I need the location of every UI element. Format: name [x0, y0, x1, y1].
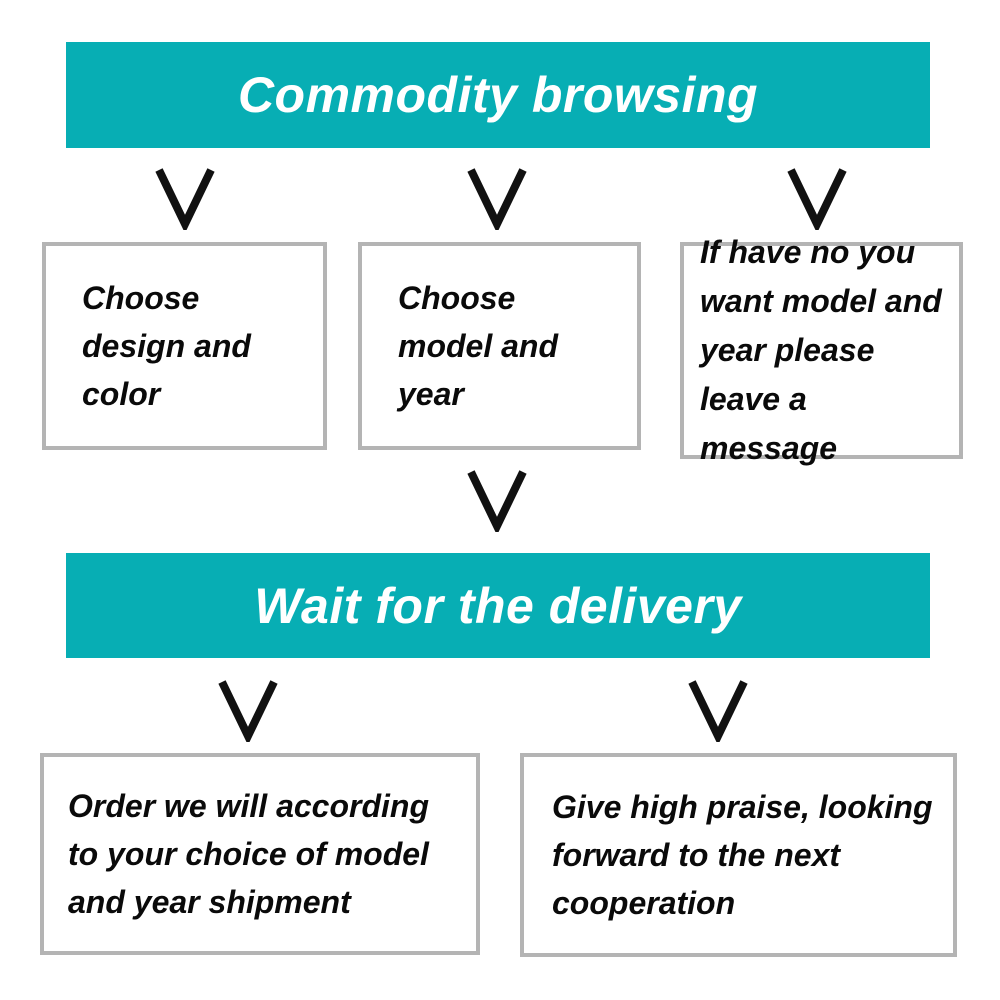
choose-design-color-label: Choose design and color — [82, 280, 251, 412]
stage2-banner: Wait for the delivery — [66, 553, 930, 658]
leave-message-box: If have no you want model and year pleas… — [680, 234, 963, 466]
stage2-banner-label: Wait for the delivery — [254, 577, 742, 634]
down-arrow-icon — [785, 166, 849, 230]
order-shipment-label: Order we will according to your choice o… — [68, 788, 429, 920]
choose-model-year-box: Choose model and year — [358, 242, 641, 450]
down-arrow-icon — [686, 678, 750, 742]
choose-design-color-box: Choose design and color — [42, 242, 327, 450]
stage1-banner: Commodity browsing — [66, 42, 930, 148]
down-arrow-icon — [465, 166, 529, 230]
high-praise-box: Give high praise, looking forward to the… — [520, 753, 957, 957]
high-praise-label: Give high praise, looking forward to the… — [552, 789, 933, 921]
down-arrow-icon — [216, 678, 280, 742]
choose-model-year-label: Choose model and year — [398, 280, 559, 412]
stage1-banner-label: Commodity browsing — [237, 67, 759, 123]
order-shipment-box: Order we will according to your choice o… — [40, 753, 480, 955]
down-arrow-icon — [153, 166, 217, 230]
down-arrow-icon — [465, 468, 529, 532]
leave-message-label: If have no you want model and year pleas… — [700, 234, 942, 466]
